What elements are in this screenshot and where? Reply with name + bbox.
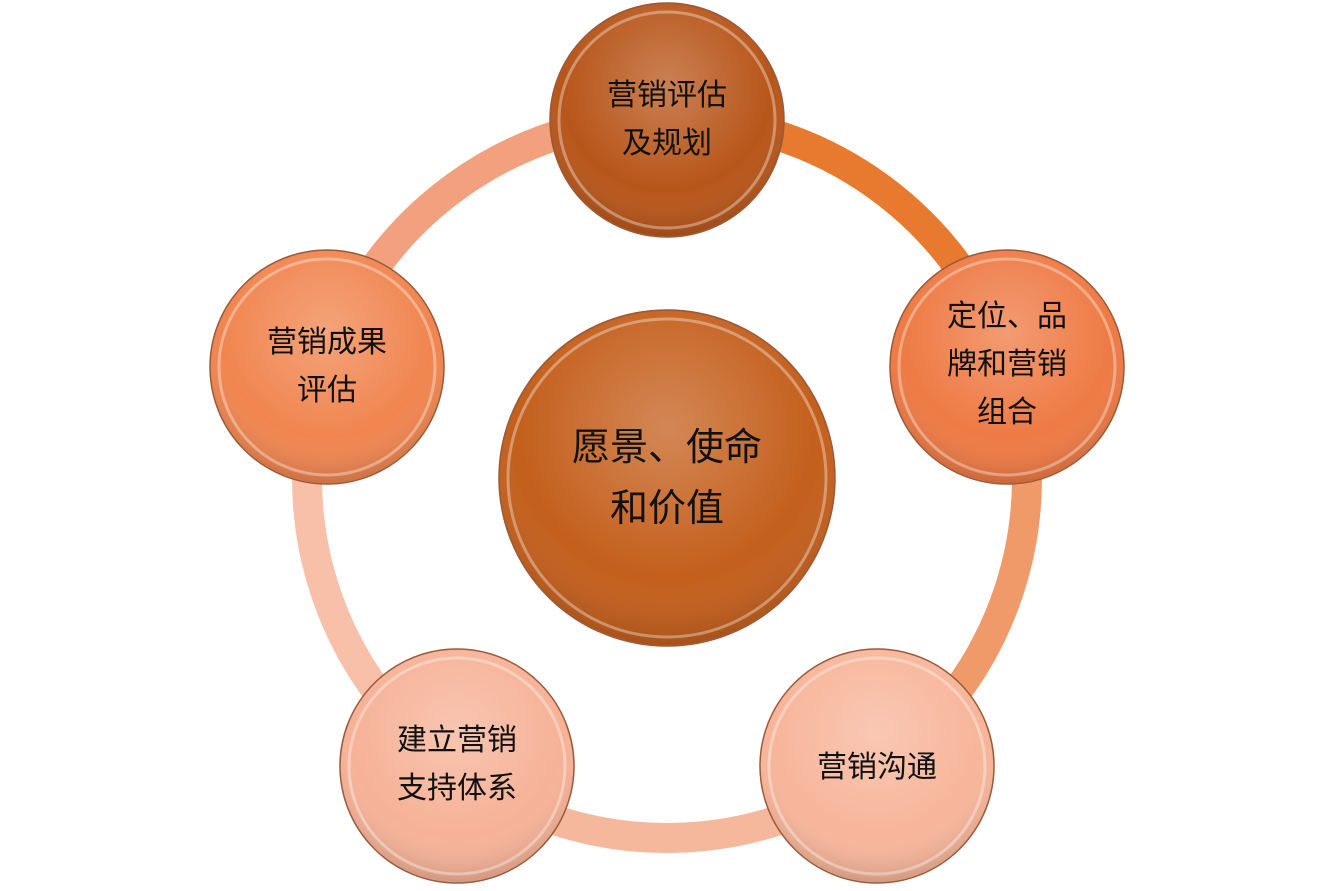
node-circle-shading — [551, 4, 783, 236]
node-circle-bevel — [557, 10, 777, 230]
node-label-results-evaluation: 营销成果 评估 — [267, 325, 387, 408]
node-label-marketing-communication: 营销沟通 — [817, 750, 937, 785]
center-circle-bevel — [506, 317, 828, 639]
node-circle-bevel — [347, 656, 567, 876]
node-circle-shading — [341, 650, 573, 882]
node-label-positioning-brand-mix: 定位、品 牌和营销 组合 — [947, 299, 1067, 430]
node-circle-shading — [761, 650, 993, 882]
node-label-evaluation-planning: 营销评估 及规划 — [607, 78, 727, 161]
node-circle-shading — [891, 251, 1123, 483]
node-circle-bevel — [767, 656, 987, 876]
center-circle-shading — [500, 311, 834, 645]
node-circle-bevel — [217, 257, 437, 477]
node-circle-shading — [211, 251, 443, 483]
node-label-support-system: 建立营销 支持体系 — [397, 723, 517, 806]
node-circle-bevel — [897, 257, 1117, 477]
center-label: 愿景、使命 和价值 — [571, 425, 762, 530]
